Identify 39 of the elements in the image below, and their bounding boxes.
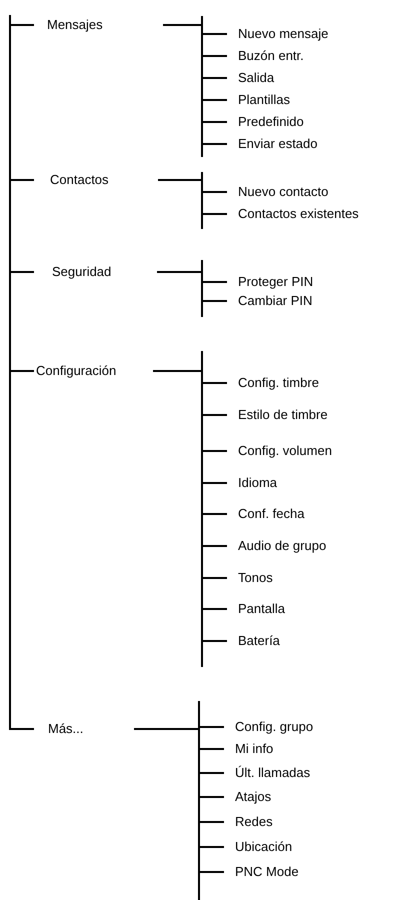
connector-line [11, 728, 34, 730]
menu-label: PNC Mode [224, 863, 299, 881]
menu-label: Cambiar PIN [227, 292, 312, 310]
menu-label: Config. grupo [224, 718, 314, 736]
menu-label: Nuevo contacto [227, 183, 328, 201]
connector-line [163, 24, 227, 145]
connector-line [11, 179, 34, 181]
menu-label: Atajos [224, 788, 272, 806]
connector-line [11, 370, 34, 372]
connector-line [11, 271, 34, 273]
menu-label: Buzón entr. [227, 47, 304, 65]
menu-label: Configuración [34, 362, 153, 380]
menu-label: Conf. fecha [227, 505, 304, 523]
menu-label: Mi info [224, 740, 274, 758]
menu-label: Plantillas [227, 91, 290, 109]
tree-trunk-line [9, 15, 11, 730]
menu-label: Batería [227, 632, 280, 650]
menu-label: Mensajes [34, 16, 163, 34]
menu-label: Ubicación [224, 838, 292, 856]
menu-label: Contactos existentes [227, 205, 359, 223]
connector-line [134, 728, 224, 873]
menu-label: Enviar estado [227, 135, 318, 153]
menu-label: Estilo de timbre [227, 406, 328, 424]
menu-label: Audio de grupo [227, 537, 326, 555]
menu-label: Pantalla [227, 600, 285, 618]
menu-label: Idioma [227, 474, 278, 492]
menu-label: Últ. llamadas [224, 764, 310, 782]
menu-label: Contactos [34, 171, 158, 189]
menu-label: Salida [227, 69, 274, 87]
menu-label: Config. volumen [227, 442, 332, 460]
menu-label: Tonos [227, 569, 273, 587]
menu-label: Predefinido [227, 113, 304, 131]
menu-label: Redes [224, 813, 273, 831]
menu-label: Proteger PIN [227, 273, 314, 291]
menu-label: Seguridad [34, 263, 157, 281]
connector-line [11, 24, 34, 26]
menu-label: Nuevo mensaje [227, 25, 328, 43]
menu-label: Config. timbre [227, 374, 319, 392]
menu-label: Más... [34, 720, 134, 738]
